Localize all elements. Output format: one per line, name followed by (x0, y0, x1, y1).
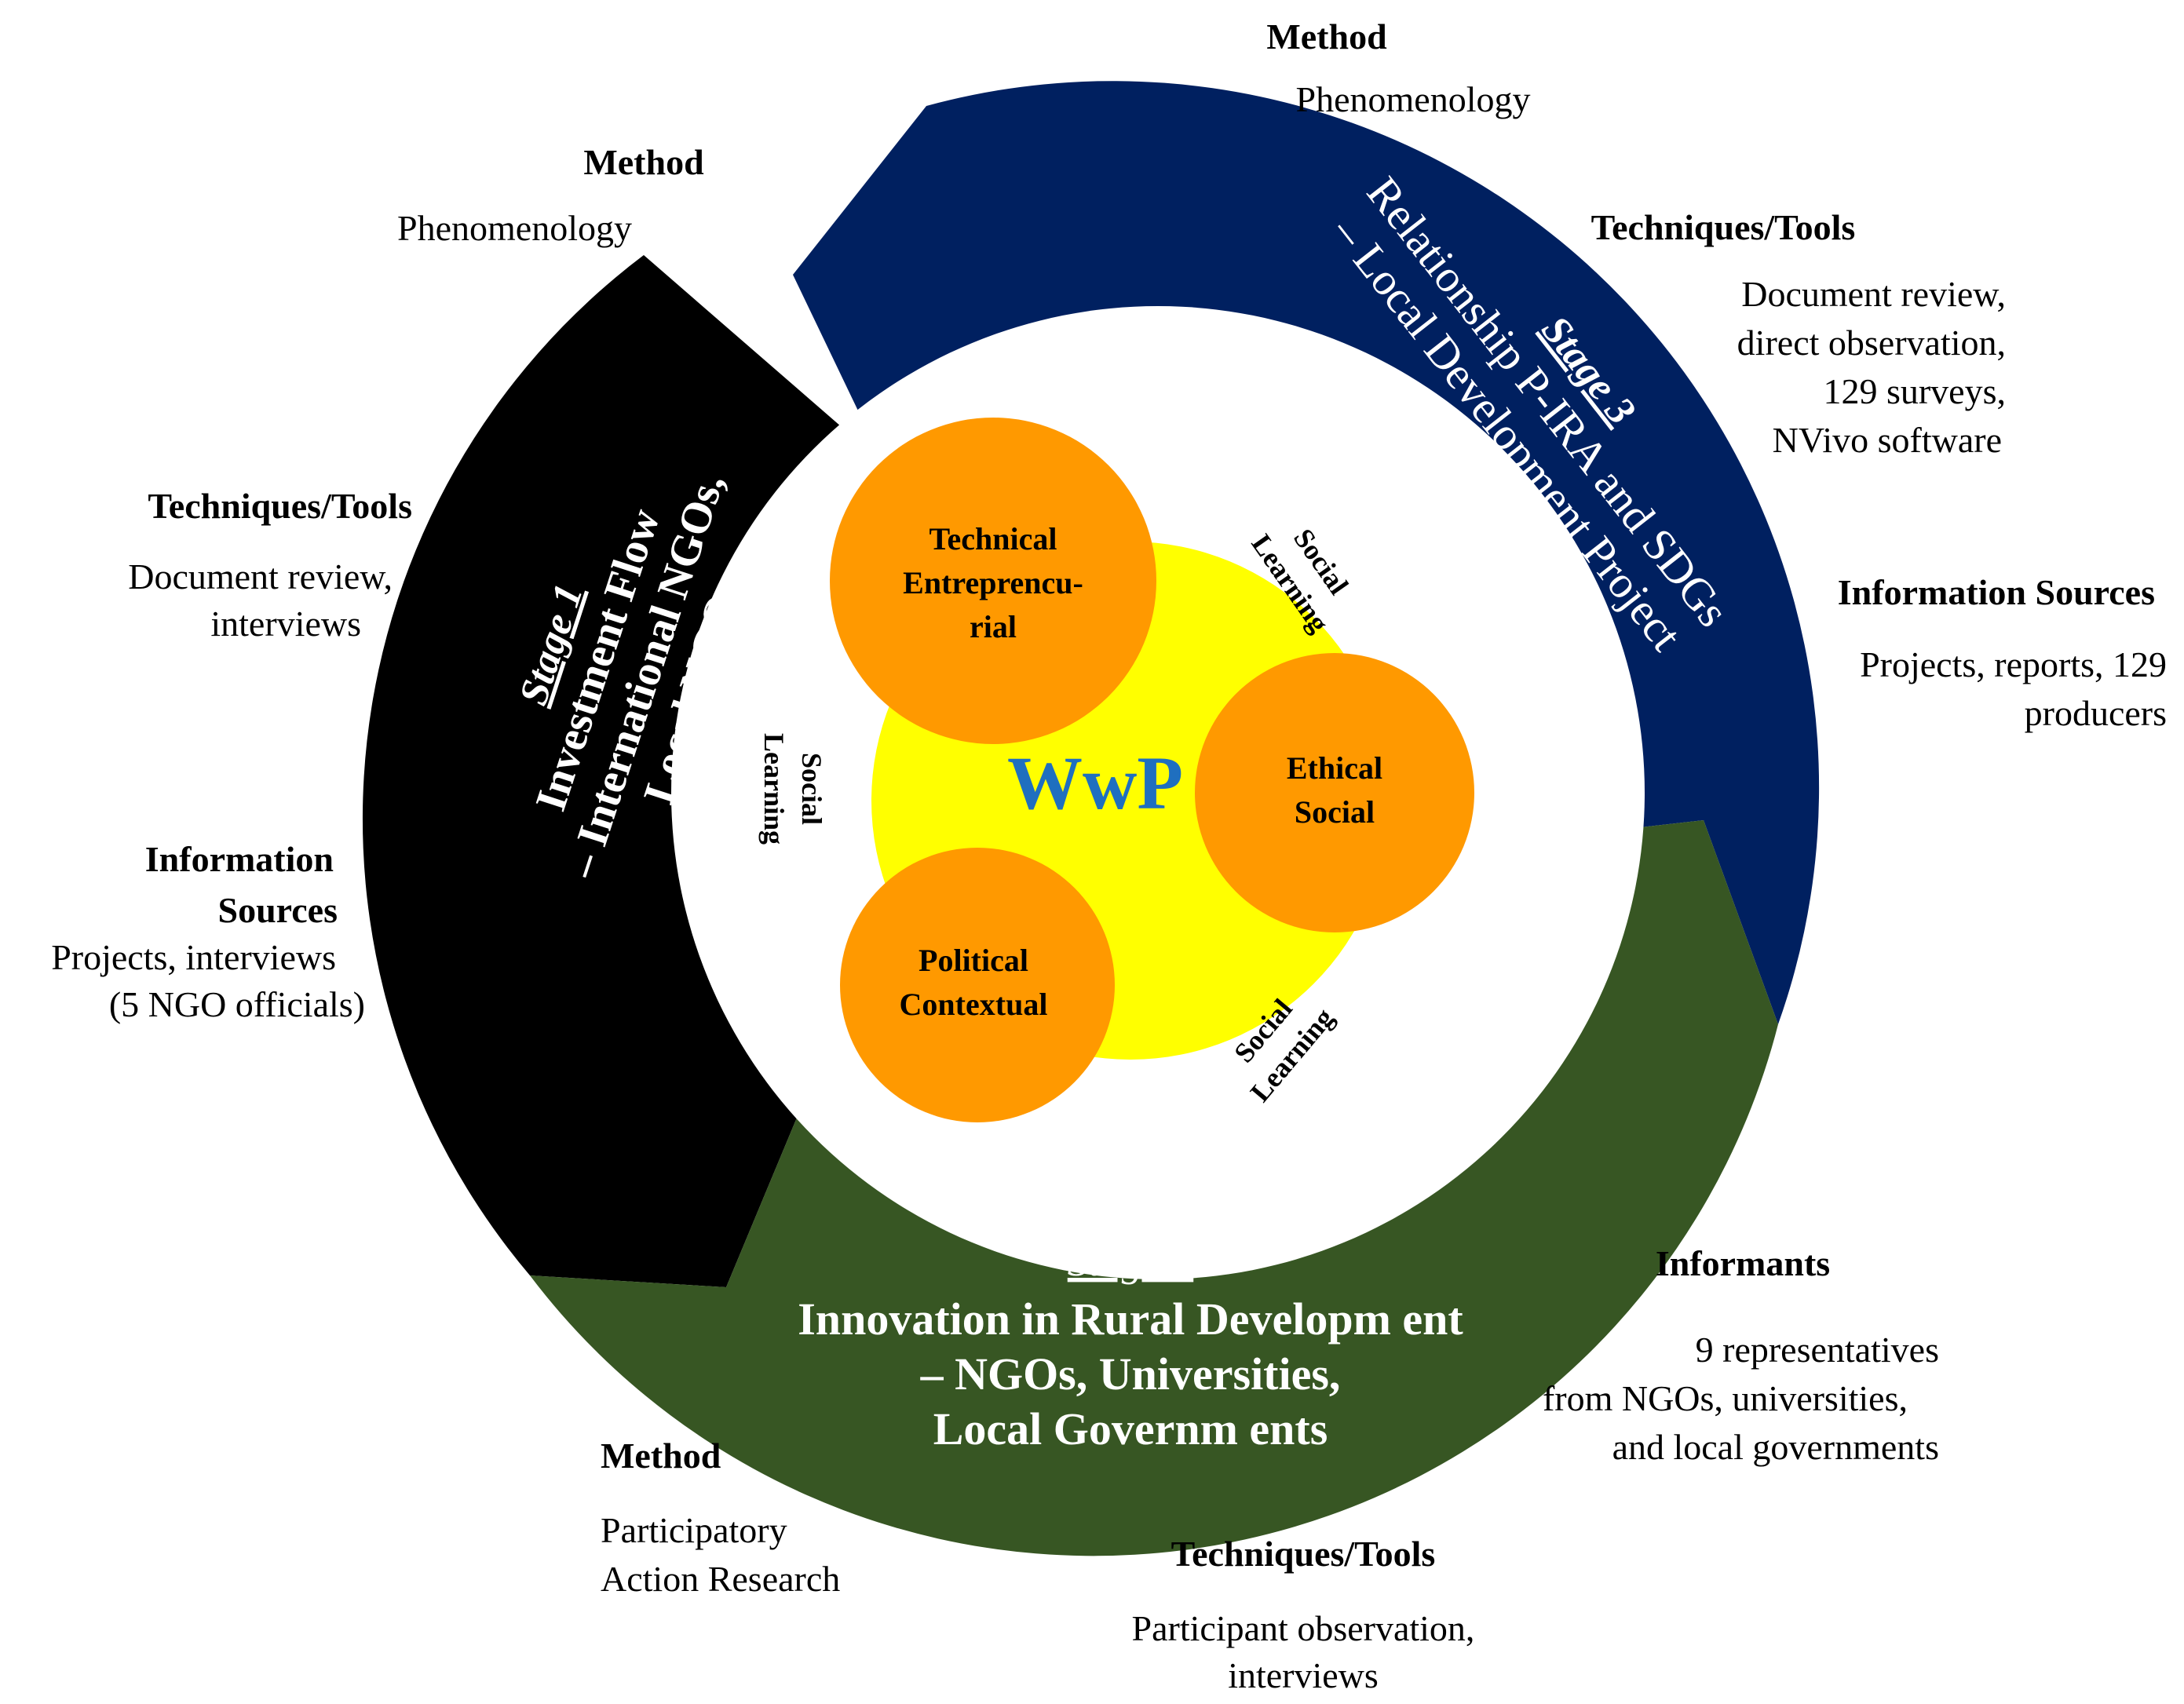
s3-info-title: Information Sources (1838, 572, 2155, 612)
s2-informants-text-1: 9 representatives (1696, 1330, 1939, 1370)
s1-info-text-1: Projects, interviews (51, 937, 336, 977)
s2-tech-text-2: interviews (1228, 1655, 1379, 1695)
technical-circle (830, 418, 1156, 744)
s1-info-text-2: (5 NGO officials) (109, 984, 365, 1024)
s1-info-title-1: Information (145, 839, 334, 879)
s1-method-title: Method (583, 142, 704, 182)
s3-tech-text-4: NVivo software (1773, 420, 2002, 460)
s2-informants-text-2: from NGOs, universities, (1543, 1378, 1908, 1418)
svg-text:Social: Social (796, 753, 827, 825)
svg-text:Learning: Learning (758, 733, 790, 845)
s3-tech-text-2: direct observation, (1737, 323, 2006, 363)
technical-line-3: rial (970, 609, 1017, 644)
ethical-line-2: Social (1295, 794, 1375, 830)
s2-method-text-2: Action Research (601, 1559, 840, 1599)
political-circle (840, 848, 1115, 1122)
s3-method-title: Method (1266, 16, 1387, 57)
technical-line-2: Entreprencu- (903, 565, 1083, 600)
s3-method-text: Phenomenology (1296, 79, 1531, 119)
stage2-line-2: – NGOs, Universities, (920, 1348, 1341, 1399)
ethical-line-1: Ethical (1287, 750, 1382, 786)
s1-tech-text-1: Document review, (128, 556, 393, 597)
s3-tech-title: Techniques/Tools (1591, 207, 1856, 247)
center-label: WwP (1007, 741, 1183, 825)
s1-method-text: Phenomenology (397, 208, 632, 248)
s2-tech-title: Techniques/Tools (1171, 1534, 1436, 1574)
technical-line-1: Technical (929, 521, 1057, 556)
s2-method-title: Method (601, 1436, 721, 1476)
s3-info-text-1: Projects, reports, 129 (1860, 644, 2167, 684)
social-learning-left: Social Learning (758, 733, 827, 845)
s1-tech-title: Techniques/Tools (148, 486, 412, 526)
political-line-2: Contextual (900, 987, 1048, 1022)
s3-tech-text-3: 129 surveys, (1823, 371, 2006, 411)
s3-info-text-2: producers (2025, 693, 2167, 733)
s1-tech-text-2: interviews (210, 604, 361, 644)
stage2-line-3: Local Governm ents (933, 1403, 1328, 1454)
s1-info-title-2: Sources (218, 890, 338, 930)
s2-informants-title: Informants (1656, 1243, 1830, 1283)
stage2-heading: Stage 2 (1068, 1238, 1193, 1285)
stage2-line-1: Innovation in Rural Developm ent (798, 1294, 1463, 1345)
ethical-circle (1195, 653, 1474, 932)
s3-tech-text-1: Document review, (1741, 274, 2006, 314)
political-line-1: Political (919, 943, 1028, 978)
s2-method-text-1: Participatory (601, 1510, 787, 1550)
s2-informants-text-3: and local governments (1612, 1427, 1939, 1467)
s2-tech-text-1: Participant observation, (1132, 1608, 1475, 1648)
